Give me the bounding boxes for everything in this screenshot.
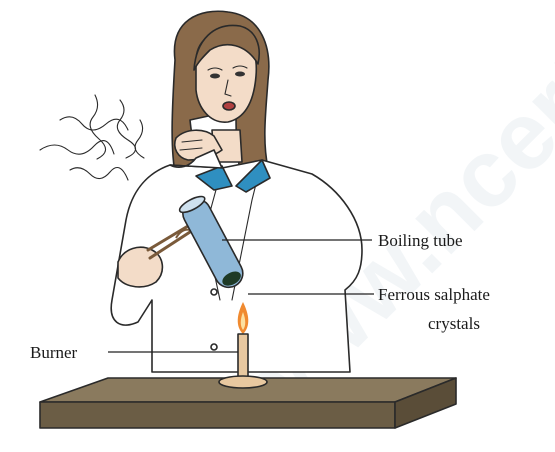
person xyxy=(111,11,362,372)
right-eye xyxy=(235,72,245,77)
burner-tube xyxy=(238,334,248,378)
label-burner: Burner xyxy=(30,343,78,362)
left-eye xyxy=(210,74,220,79)
burner-base xyxy=(219,376,267,388)
mouth xyxy=(223,102,235,110)
label-boiling-tube: Boiling tube xyxy=(378,231,463,250)
coat-button xyxy=(211,289,217,295)
label-crystals: crystals xyxy=(428,314,480,333)
table-front xyxy=(40,402,395,428)
coat-button xyxy=(211,344,217,350)
label-ferrous-sulphate: Ferrous salphate xyxy=(378,285,490,304)
vapour-lines xyxy=(40,95,144,180)
